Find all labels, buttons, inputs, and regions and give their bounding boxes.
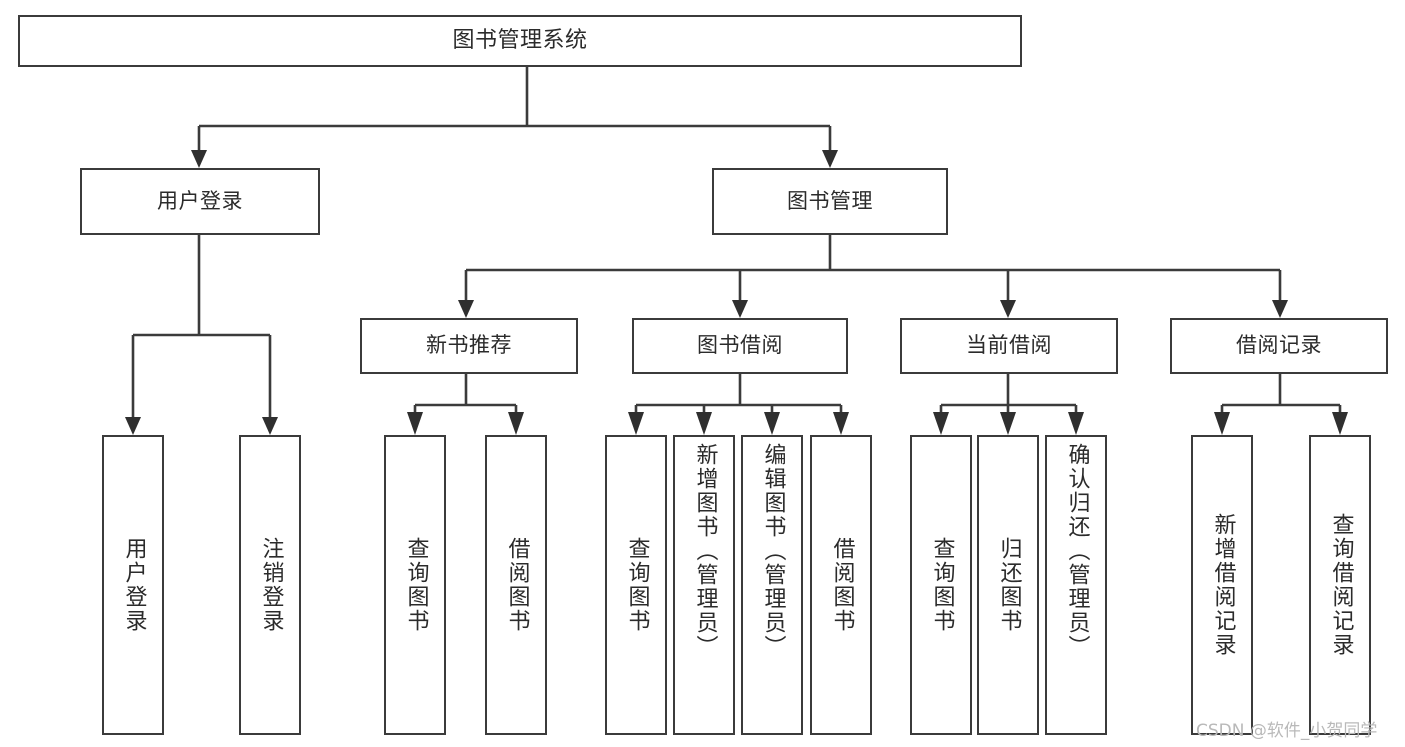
node-label: 新书推荐 [426,333,512,358]
leaf-borrow-record-add[interactable]: 新增借阅记录 [1191,435,1253,735]
node-book-borrow[interactable]: 图书借阅 [632,318,848,374]
arrowhead-current-borrow-child-3 [1068,412,1084,435]
node-label: 用户登录 [121,537,147,633]
arrowhead-book-borrow-child-1 [628,412,644,435]
arrowhead-current-borrow [1000,300,1016,318]
leaf-current-borrow-query[interactable]: 查询图书 [910,435,972,735]
arrowhead-book-manage [822,150,838,168]
node-label: 查询图书 [624,537,650,633]
node-book-management[interactable]: 图书管理 [712,168,948,235]
leaf-book-borrow-add[interactable]: 新增图书（管理员） [673,435,735,735]
arrowhead-borrow-record-child-1 [1214,412,1230,435]
leaf-user-login-signin[interactable]: 用户登录 [102,435,164,735]
node-label: 图书管理 [787,188,873,213]
node-label: 新增图书（管理员） [692,443,718,659]
node-user-login[interactable]: 用户登录 [80,168,320,235]
arrowhead-user-login-child-1 [125,417,141,435]
node-label: 查询借阅记录 [1328,513,1354,657]
node-new-book-recommend[interactable]: 新书推荐 [360,318,578,374]
arrowhead-book-borrow [732,300,748,318]
arrowhead-user-login [191,150,207,168]
arrowhead-current-borrow-child-1 [933,412,949,435]
node-label: 归还图书 [996,537,1022,633]
node-borrow-record[interactable]: 借阅记录 [1170,318,1388,374]
node-label: 编辑图书（管理员） [760,443,786,659]
arrowhead-book-borrow-child-4 [833,412,849,435]
node-label: 用户登录 [157,188,243,213]
leaf-book-borrow-query[interactable]: 查询图书 [605,435,667,735]
node-label: 新增借阅记录 [1210,513,1236,657]
leaf-new-book-query[interactable]: 查询图书 [384,435,446,735]
leaf-borrow-record-query[interactable]: 查询借阅记录 [1309,435,1371,735]
leaf-current-borrow-return[interactable]: 归还图书 [977,435,1039,735]
arrowhead-book-borrow-child-3 [764,412,780,435]
node-label: 借阅图书 [829,537,855,633]
node-label: 注销登录 [258,537,284,633]
node-label: 确认归还（管理员） [1064,443,1090,659]
leaf-book-borrow-lend[interactable]: 借阅图书 [810,435,872,735]
arrowhead-current-borrow-child-2 [1000,412,1016,435]
node-label: 图书借阅 [697,333,783,358]
leaf-user-login-signout[interactable]: 注销登录 [239,435,301,735]
leaf-new-book-borrow[interactable]: 借阅图书 [485,435,547,735]
csdn-watermark: CSDN @软件_小贺同学 [1196,721,1378,741]
node-current-borrow[interactable]: 当前借阅 [900,318,1118,374]
arrowhead-borrow-record-child-2 [1332,412,1348,435]
leaf-current-borrow-confirm-return[interactable]: 确认归还（管理员） [1045,435,1107,735]
node-label: 查询图书 [929,537,955,633]
node-label: 查询图书 [403,537,429,633]
arrowhead-new-book [458,300,474,318]
arrowhead-book-borrow-child-2 [696,412,712,435]
node-root-system[interactable]: 图书管理系统 [18,15,1022,67]
node-label: 图书管理系统 [452,27,588,53]
node-label: 借阅记录 [1236,333,1322,358]
node-label: 借阅图书 [504,537,530,633]
node-label: 当前借阅 [966,333,1052,358]
arrowhead-new-book-child-1 [407,412,423,435]
leaf-book-borrow-edit[interactable]: 编辑图书（管理员） [741,435,803,735]
arrowhead-user-login-child-2 [262,417,278,435]
arrowhead-new-book-child-2 [508,412,524,435]
arrowhead-borrow-record [1272,300,1288,318]
